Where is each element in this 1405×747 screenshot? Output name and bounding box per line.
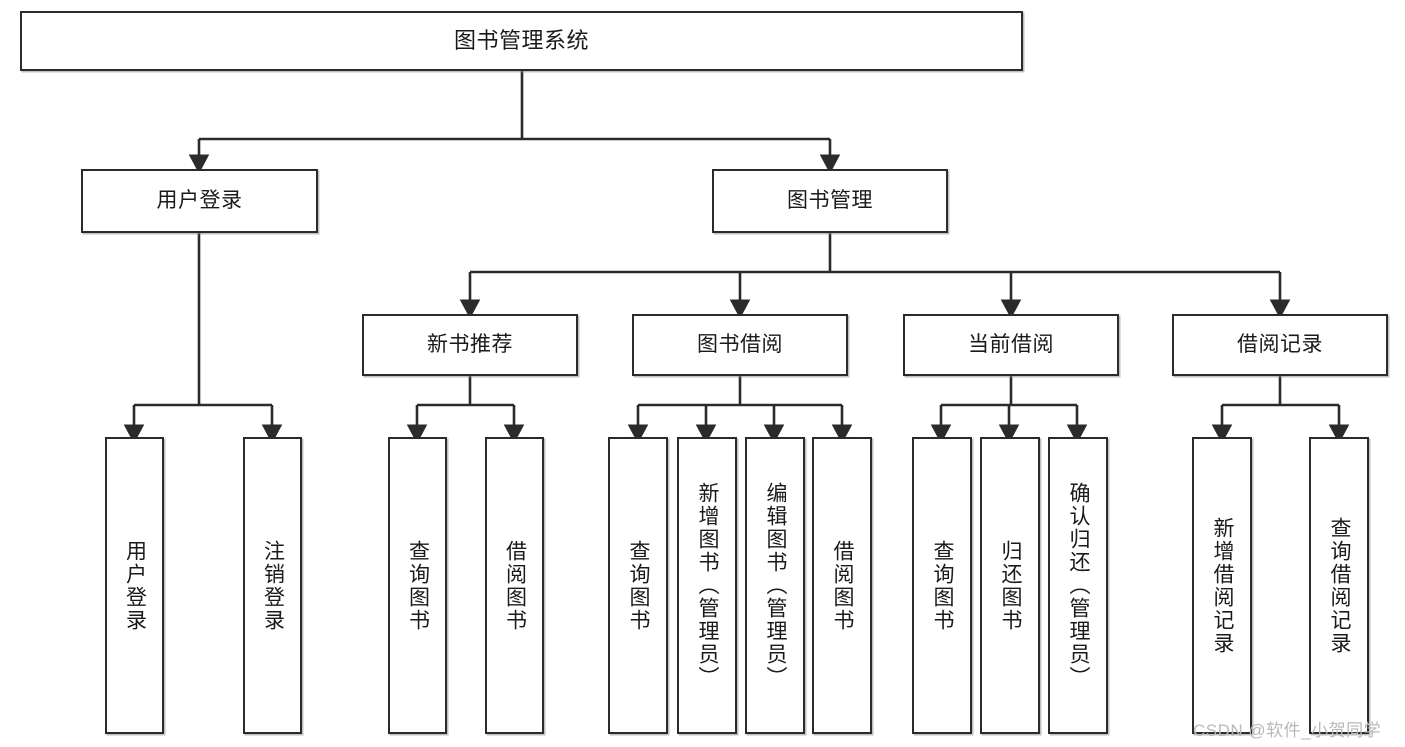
node-leaf-user-login[interactable]: 用户登录	[105, 437, 164, 734]
node-book-borrow-label: 图书借阅	[697, 332, 783, 356]
node-leaf-add-record[interactable]: 新增借阅记录	[1192, 437, 1252, 734]
node-leaf-query-book-2[interactable]: 查询图书	[608, 437, 668, 734]
node-leaf-borrow-book-2[interactable]: 借阅图书	[812, 437, 872, 734]
node-leaf-user-login-label: 用户登录	[123, 539, 147, 632]
node-user-login[interactable]: 用户登录	[81, 169, 318, 233]
node-leaf-query-book-3-label: 查询图书	[931, 539, 955, 632]
node-book-manage[interactable]: 图书管理	[712, 169, 948, 233]
node-leaf-query-book-3[interactable]: 查询图书	[912, 437, 972, 734]
node-current-borrow[interactable]: 当前借阅	[903, 314, 1119, 376]
node-book-manage-label: 图书管理	[787, 188, 873, 212]
node-leaf-query-record[interactable]: 查询借阅记录	[1309, 437, 1369, 734]
node-leaf-add-record-label: 新增借阅记录	[1211, 516, 1235, 655]
node-borrow-record-label: 借阅记录	[1237, 332, 1323, 356]
node-root-label: 图书管理系统	[453, 28, 589, 54]
node-leaf-query-book-1-label: 查询图书	[406, 539, 430, 632]
node-new-book-rec-label: 新书推荐	[427, 332, 513, 356]
node-leaf-add-book-label: 新增图书（管理员）	[696, 482, 720, 689]
node-leaf-query-book-2-label: 查询图书	[627, 539, 651, 632]
node-leaf-confirm-return[interactable]: 确认归还（管理员）	[1048, 437, 1108, 734]
csdn-watermark: CSDN @软件_小贺同学	[1193, 721, 1382, 740]
node-leaf-return-book[interactable]: 归还图书	[980, 437, 1040, 734]
node-leaf-edit-book-label: 编辑图书（管理员）	[764, 482, 788, 689]
node-book-borrow[interactable]: 图书借阅	[632, 314, 848, 376]
node-leaf-borrow-book-1-label: 借阅图书	[503, 539, 527, 632]
node-leaf-return-book-label: 归还图书	[999, 539, 1023, 632]
node-leaf-edit-book[interactable]: 编辑图书（管理员）	[745, 437, 805, 734]
node-borrow-record[interactable]: 借阅记录	[1172, 314, 1388, 376]
node-leaf-borrow-book-1[interactable]: 借阅图书	[485, 437, 544, 734]
node-root[interactable]: 图书管理系统	[20, 11, 1023, 71]
node-leaf-user-logout-label: 注销登录	[261, 539, 285, 632]
node-leaf-borrow-book-2-label: 借阅图书	[831, 539, 855, 632]
node-user-login-label: 用户登录	[156, 188, 243, 212]
node-leaf-add-book[interactable]: 新增图书（管理员）	[677, 437, 737, 734]
node-leaf-confirm-return-label: 确认归还（管理员）	[1067, 482, 1091, 689]
node-leaf-query-book-1[interactable]: 查询图书	[388, 437, 447, 734]
node-leaf-user-logout[interactable]: 注销登录	[243, 437, 302, 734]
node-leaf-query-record-label: 查询借阅记录	[1328, 516, 1352, 655]
node-new-book-rec[interactable]: 新书推荐	[362, 314, 578, 376]
node-current-borrow-label: 当前借阅	[968, 332, 1054, 356]
